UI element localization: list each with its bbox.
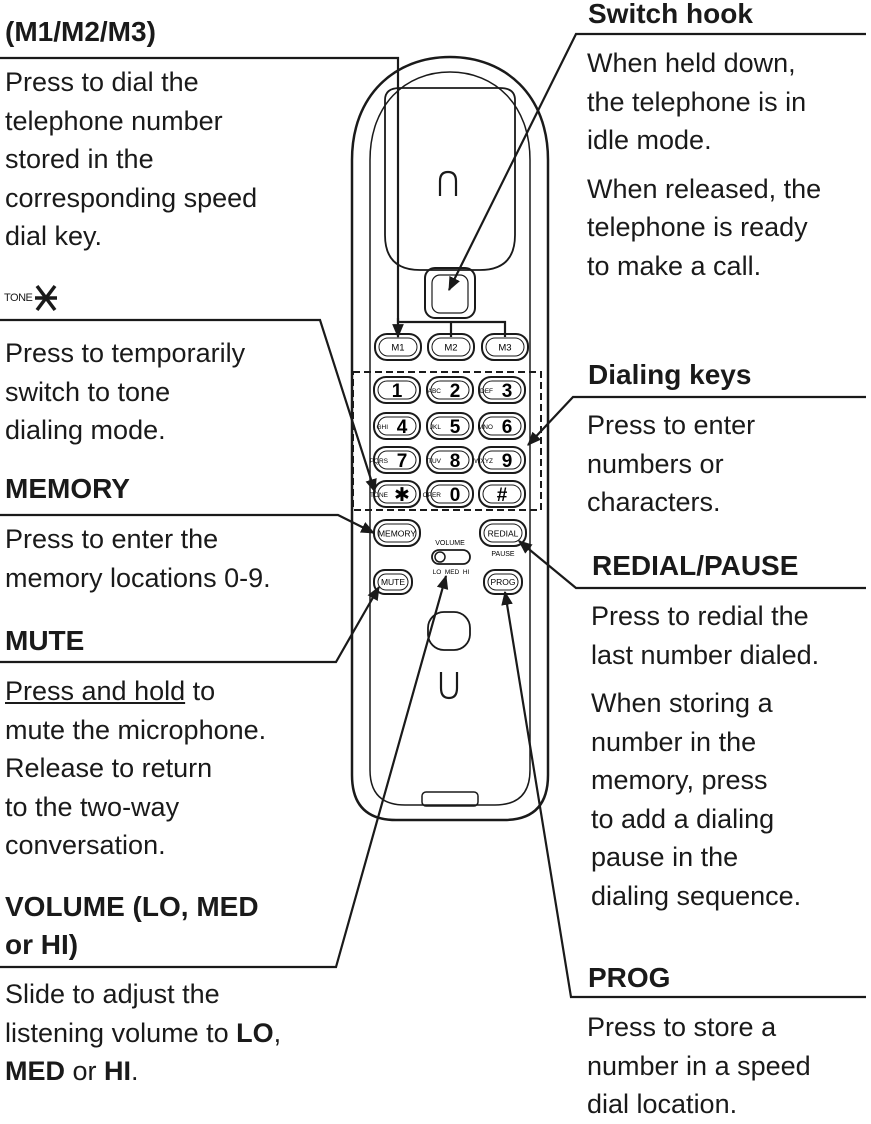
svg-text:PROG: PROG (490, 577, 515, 587)
memory-description: Press to enter the memory locations 0-9. (5, 524, 271, 593)
keypad-key-digit: 1 (392, 381, 403, 402)
switch-hook-heading: Switch hook (588, 0, 753, 29)
pause-label: PAUSE (491, 551, 515, 558)
tone-label: TONE (4, 292, 33, 304)
keypad-key[interactable]: JKL 5 (426, 412, 474, 440)
keypad-key-digit: 3 (502, 381, 513, 402)
redial-pause-heading: REDIAL/PAUSE (592, 550, 799, 581)
keypad-key[interactable]: OPER 0 (423, 480, 474, 508)
keypad-key[interactable]: GHI 4 (373, 412, 421, 440)
keypad-key[interactable]: WXYZ 9 (474, 446, 526, 474)
keypad-key[interactable]: TONE ✱ (370, 480, 421, 508)
keypad-key[interactable]: PQRS 7 (370, 446, 421, 474)
speed-key-label: M3 (498, 343, 511, 354)
keypad-key-letters: DEF (480, 388, 493, 395)
speed-key-m1[interactable]: M1 (374, 333, 422, 361)
switch-hook-description: When held down, the telephone is in idle… (587, 48, 822, 281)
speed-key-m2[interactable]: M2 (427, 333, 475, 361)
leader-switch-hook (448, 32, 866, 292)
keypad-key-letters: ABC (428, 388, 442, 395)
leader-lines (0, 32, 866, 999)
keypad-key-digit: 8 (450, 451, 461, 472)
dialing-keys-heading: Dialing keys (588, 359, 752, 390)
leader-prog (501, 590, 866, 999)
keypad-key-letters: WXYZ (474, 458, 493, 465)
svg-text:REDIAL: REDIAL (488, 529, 519, 539)
leader-redial (518, 540, 866, 590)
leader-memory (0, 513, 376, 534)
keypad-key-digit: # (497, 485, 508, 506)
speed-key-m3[interactable]: M3 (481, 333, 529, 361)
keypad-key-digit: 5 (450, 417, 461, 438)
tone-description: Press to temporarily switch to tone dial… (5, 338, 246, 445)
keypad-key[interactable]: # (478, 480, 526, 508)
keypad-key-digit: 4 (397, 417, 408, 438)
leader-tone (0, 318, 377, 494)
memory-heading: MEMORY (5, 473, 130, 504)
keypad-key-letters: TUV (428, 458, 442, 465)
tone-star-icon (35, 284, 58, 312)
leader-volume (0, 574, 449, 969)
prog-description: Press to store a number in a speed dial … (587, 1012, 811, 1119)
keypad-key-digit: 6 (502, 417, 513, 438)
keypad-key-digit: 2 (450, 381, 461, 402)
keypad-key-letters: OPER (423, 492, 442, 499)
keypad-key-letters: TONE (370, 492, 389, 499)
volume-levels: LO MED HI (433, 569, 470, 576)
keypad-key-letters: MNO (478, 424, 493, 431)
volume-label: VOLUME (435, 540, 465, 547)
leader-speed-dial (0, 56, 404, 339)
speed-key-label: M1 (391, 343, 404, 354)
keypad-key[interactable]: 1 (373, 376, 421, 404)
speed-dial-description: Press to dial the telephone number store… (5, 67, 258, 251)
memory-key[interactable]: MEMORY (373, 519, 421, 547)
leader-mute (0, 585, 380, 664)
volume-heading: VOLUME (LO, MED or HI) (5, 891, 259, 960)
leader-dialing-keys (527, 395, 866, 446)
prog-heading: PROG (588, 962, 671, 993)
keypad-key[interactable]: DEF 3 (478, 376, 526, 404)
keypad-key[interactable]: MNO 6 (478, 412, 526, 440)
keypad-key-digit: ✱ (394, 485, 410, 506)
speed-dial-heading: (M1/M2/M3) (5, 16, 156, 47)
redial-pause-description: Press to redial the last number dialed. … (591, 601, 820, 911)
keypad-key[interactable]: TUV 8 (426, 446, 474, 474)
prog-key[interactable]: PROG (483, 569, 523, 595)
keypad-key[interactable]: ABC 2 (426, 376, 474, 404)
mute-heading: MUTE (5, 625, 85, 656)
volume-slider[interactable] (431, 549, 471, 565)
keypad-key-digit: 0 (450, 485, 461, 506)
tone-heading: TONE (4, 283, 60, 313)
redial-key[interactable]: REDIAL (479, 519, 527, 547)
keypad-key-letters: JKL (430, 424, 442, 431)
keypad-key-digit: 7 (397, 451, 408, 472)
handset-body (350, 55, 550, 822)
speed-key-label: M2 (444, 343, 457, 354)
keypad-key-letters: PQRS (370, 458, 389, 465)
svg-text:MUTE: MUTE (381, 577, 405, 587)
mute-key[interactable]: MUTE (373, 569, 413, 595)
speed-dial-keys: M1 M2 M3 (374, 333, 529, 361)
mute-description: Press and hold to mute the microphone. R… (5, 676, 267, 860)
keypad-key-letters: GHI (376, 424, 388, 431)
volume-description: Slide to adjust the listening volume to … (5, 979, 282, 1086)
svg-text:MEMORY: MEMORY (378, 529, 416, 539)
dialing-keys-description: Press to enter numbers or characters. (587, 410, 756, 517)
keypad-key-digit: 9 (502, 451, 513, 472)
